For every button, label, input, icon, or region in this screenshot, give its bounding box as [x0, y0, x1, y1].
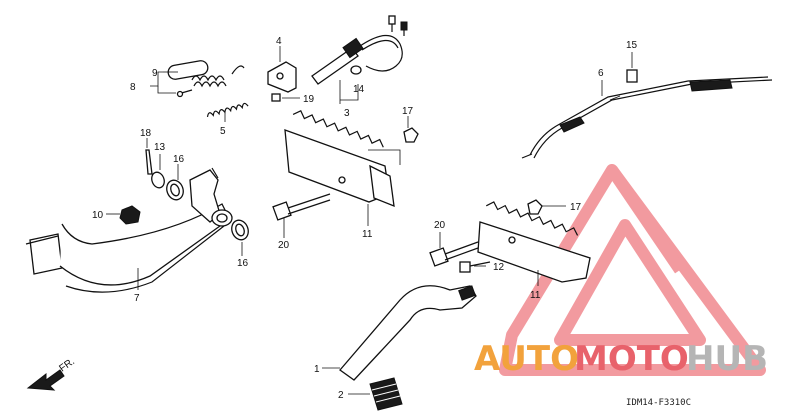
pin-18 — [145, 138, 153, 175]
bolt-20-lower — [429, 232, 479, 267]
callout-labels: 1 2 3 4 5 6 7 8 9 10 11 11 12 13 14 15 1… — [57, 36, 691, 408]
cable-6 — [521, 52, 773, 159]
front-direction-arrow — [26, 369, 65, 391]
callout-2: 2 — [338, 390, 344, 401]
watermark-hub: HUB — [686, 339, 768, 379]
callout-12: 12 — [493, 262, 505, 273]
callout-20-upper: 20 — [278, 240, 290, 251]
callout-20-lower: 20 — [434, 220, 446, 231]
seal-16-b — [231, 219, 249, 256]
diagram-code: IDM14-F3310C — [626, 398, 691, 408]
callout-1: 1 — [314, 364, 320, 375]
watermark-logo — [499, 164, 766, 376]
callout-14: 14 — [353, 84, 365, 95]
callout-16-b: 16 — [237, 258, 249, 269]
bracket-4 — [267, 46, 300, 102]
watermark-moto: MOTO — [574, 339, 689, 379]
brake-pedal-7 — [25, 167, 233, 293]
footpeg-lower — [477, 199, 591, 286]
spring-5 — [206, 102, 249, 122]
grip-spring-group — [167, 60, 245, 98]
callout-11-upper: 11 — [362, 229, 373, 240]
bolt-20-upper — [272, 193, 331, 238]
watermark-text: AUTO MOTO HUB — [474, 339, 768, 379]
callout-17-lower: 17 — [570, 202, 582, 213]
seal-16-a — [166, 164, 184, 201]
washer-13 — [151, 154, 165, 189]
shift-lever-1 — [322, 285, 477, 381]
callout-8: 8 — [130, 82, 136, 93]
callout-18: 18 — [140, 128, 152, 139]
brake-switch-3 — [311, 15, 408, 104]
callout-16-a: 16 — [173, 154, 185, 165]
callout-11-lower: 11 — [530, 290, 541, 301]
callout-19: 19 — [303, 94, 315, 105]
callout-4: 4 — [276, 36, 282, 47]
watermark-auto: AUTO — [474, 339, 579, 379]
callout-6: 6 — [598, 68, 604, 79]
rubber-2 — [348, 377, 403, 411]
callout-13: 13 — [154, 142, 166, 153]
callout-17-upper: 17 — [402, 106, 414, 117]
nut-10 — [106, 205, 141, 225]
callout-3: 3 — [344, 108, 350, 119]
callout-9: 9 — [152, 68, 158, 79]
callout-5: 5 — [220, 126, 226, 137]
bolt-12 — [459, 261, 491, 273]
callout-10: 10 — [92, 210, 104, 221]
callout-15: 15 — [626, 40, 638, 51]
footpeg-upper — [284, 110, 419, 226]
callout-7: 7 — [134, 293, 140, 304]
